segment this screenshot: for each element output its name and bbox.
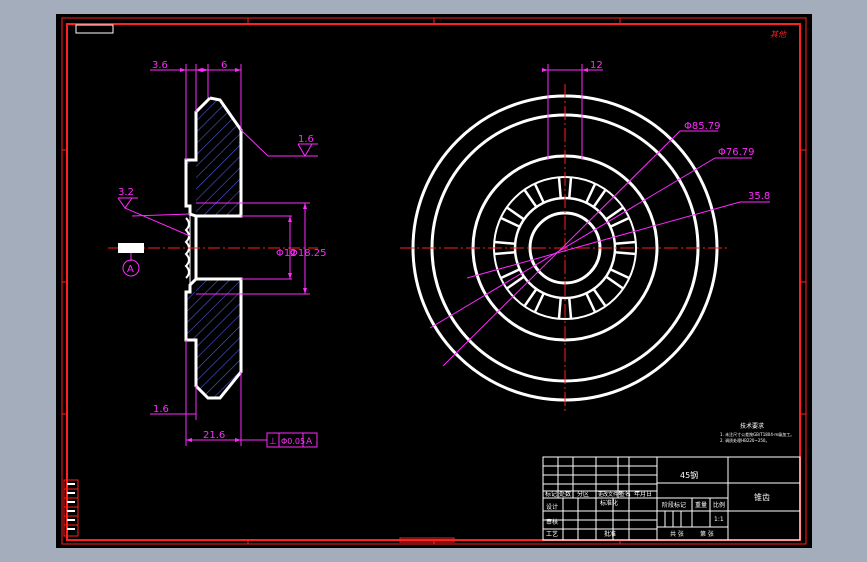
spoke-line	[506, 206, 525, 221]
drawing-code-box	[75, 24, 114, 34]
front-dimensions	[429, 64, 770, 367]
svg-text:标记: 标记	[545, 490, 557, 498]
spoke-line	[506, 275, 525, 290]
dim-phi76-79: Φ76.79	[718, 147, 755, 158]
left-strip-table	[63, 479, 79, 537]
spoke-line	[605, 206, 624, 221]
spoke-line	[614, 250, 636, 256]
dim-1-6-surface: 1.6	[298, 134, 314, 145]
svg-text:阶段标记: 阶段标记	[662, 501, 686, 509]
svg-text:比例: 比例	[713, 501, 725, 509]
spoke-line	[609, 268, 630, 280]
front-dim-arrows	[542, 68, 588, 72]
dim-3-6: 3.6	[152, 60, 168, 71]
dim-phi18-25: Φ18.25	[290, 248, 327, 259]
drawing-sheet	[56, 14, 812, 548]
spoke-line	[585, 183, 597, 204]
left-strip-labels	[67, 483, 75, 530]
dim-12-front: 12	[590, 60, 603, 71]
datum-label: A	[127, 264, 134, 275]
svg-text:1:1: 1:1	[714, 516, 724, 523]
svg-text:批准: 批准	[604, 530, 616, 538]
section-hatch-upper	[186, 98, 241, 216]
spoke-line	[585, 292, 597, 313]
frame-ticks	[62, 18, 806, 544]
tolerance-datum: A	[306, 437, 313, 447]
tolerance-value: Φ0.05	[281, 437, 305, 446]
spoke-line	[500, 268, 521, 280]
svg-text:更改文件号: 更改文件号	[598, 491, 623, 498]
spoke-lines	[494, 177, 636, 319]
section-dim-arrows	[180, 68, 307, 442]
tolerance-frame	[241, 432, 318, 448]
bottom-center-marker	[399, 537, 455, 543]
tolerance-symbol: ⊥	[269, 437, 277, 447]
material-label: 45钢	[680, 470, 698, 480]
spoke-line	[557, 297, 563, 319]
spoke-line	[567, 297, 573, 319]
stamp-mark: 其他	[770, 30, 787, 39]
spoke-line	[494, 240, 516, 246]
tech-req-title: 技术要求	[740, 422, 764, 430]
svg-text:第 张: 第 张	[700, 530, 714, 538]
dim-1-6-bottom: 1.6	[153, 404, 169, 415]
title-block-text: 45钢 锥齿 标记 处数 分区 更改文件号 签名 年月日 设计 标准化 阶段标记…	[545, 470, 770, 538]
svg-text:审核: 审核	[546, 518, 558, 526]
dim-phi85-79: Φ85.79	[684, 121, 721, 132]
spoke-line	[609, 216, 630, 228]
svg-text:标准化: 标准化	[600, 499, 618, 507]
spoke-line	[592, 288, 607, 307]
spoke-line	[523, 189, 538, 208]
spoke-line	[533, 292, 545, 313]
svg-text:签名: 签名	[619, 490, 631, 498]
spoke-line	[494, 250, 516, 256]
svg-text:设计: 设计	[546, 503, 558, 511]
svg-text:工艺: 工艺	[546, 530, 558, 538]
dim-phi12: Φ12	[276, 248, 297, 259]
part-name: 锥齿	[754, 492, 770, 502]
svg-text:共 张: 共 张	[670, 530, 684, 538]
spoke-line	[592, 189, 607, 208]
title-block	[542, 456, 801, 541]
spoke-line	[557, 177, 563, 199]
tech-req-line2: 2. 调质处理HB220~250。	[720, 437, 769, 443]
dim-35-8: 35.8	[748, 191, 770, 202]
svg-text:年月日: 年月日	[634, 490, 652, 498]
spoke-line	[614, 240, 636, 246]
spoke-line	[567, 177, 573, 199]
datum-feature	[118, 243, 144, 277]
tech-req-line1: 1. 未注尺寸公差按GB/T1804-m级加工。	[720, 431, 794, 437]
dim-6: 6	[221, 60, 227, 71]
spoke-line	[533, 183, 545, 204]
spoke-line	[523, 288, 538, 307]
svg-text:处数: 处数	[559, 490, 571, 498]
svg-text:分区: 分区	[577, 490, 589, 498]
section-hatch-lower	[186, 279, 241, 398]
svg-text:重量: 重量	[695, 501, 707, 509]
dim-3-2-surface: 3.2	[118, 187, 134, 198]
spoke-line	[500, 216, 521, 228]
spoke-line	[605, 275, 624, 290]
dim-21-6: 21.6	[203, 430, 225, 441]
section-dimensions	[117, 64, 318, 446]
section-view	[108, 96, 318, 400]
